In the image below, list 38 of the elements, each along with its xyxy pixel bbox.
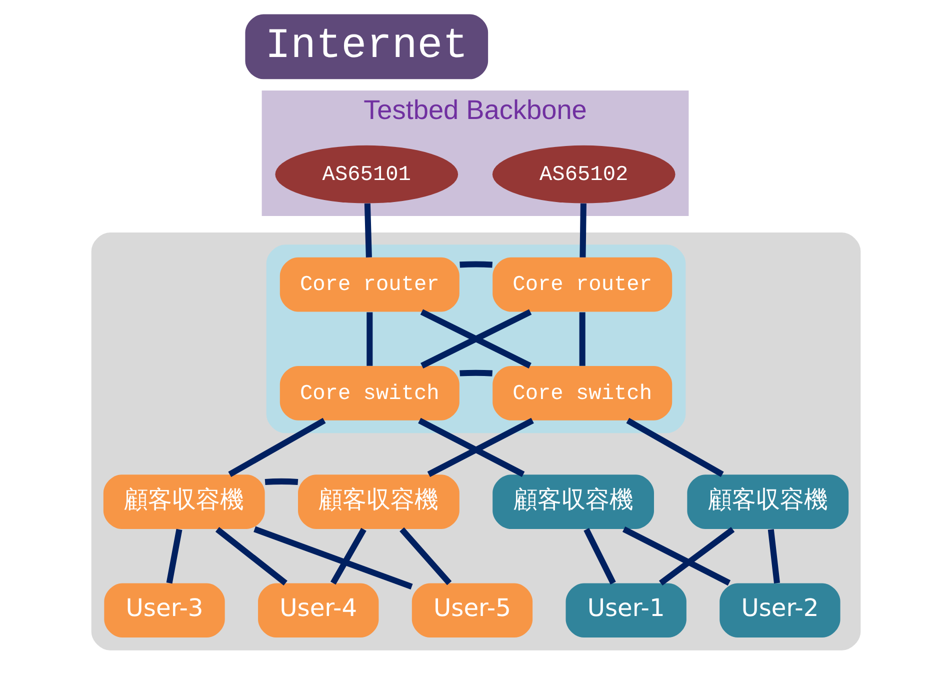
connector xyxy=(583,528,616,584)
node-box: 顧客収容機 xyxy=(686,474,848,529)
connector xyxy=(214,527,287,586)
connector xyxy=(459,370,492,376)
connector xyxy=(426,418,534,478)
connector xyxy=(626,418,724,477)
node-ellipse: AS65102 xyxy=(492,145,675,204)
connector xyxy=(253,526,412,590)
node-box: Core switch xyxy=(492,366,672,420)
node-box: User-4 xyxy=(258,583,378,638)
node-box: Core router xyxy=(279,257,459,312)
connector xyxy=(330,528,366,585)
connector xyxy=(228,418,326,477)
node-box: User-5 xyxy=(411,583,532,638)
node-box: Internet xyxy=(244,14,488,80)
connector xyxy=(166,528,182,584)
cluster xyxy=(90,232,860,650)
node-box: 顧客収容機 xyxy=(492,474,654,529)
node-box: User-3 xyxy=(104,583,224,638)
node-box: 顧客収容機 xyxy=(102,474,264,529)
connector xyxy=(399,527,452,586)
node-box: Core switch xyxy=(279,366,459,420)
node-box: User-2 xyxy=(719,583,840,638)
cluster xyxy=(266,244,686,434)
node-box: 顧客収容機 xyxy=(298,474,459,529)
connector xyxy=(658,526,734,586)
node-box: User-1 xyxy=(565,583,686,638)
connector xyxy=(578,312,585,366)
connector xyxy=(418,418,524,478)
connector xyxy=(366,312,372,366)
connector xyxy=(264,478,298,486)
node-box: Core router xyxy=(492,257,672,312)
connector xyxy=(579,203,586,258)
connector xyxy=(459,261,492,268)
node-ellipse: AS65101 xyxy=(274,145,458,204)
connector xyxy=(622,526,730,586)
connector xyxy=(767,529,780,584)
connector xyxy=(364,203,372,258)
